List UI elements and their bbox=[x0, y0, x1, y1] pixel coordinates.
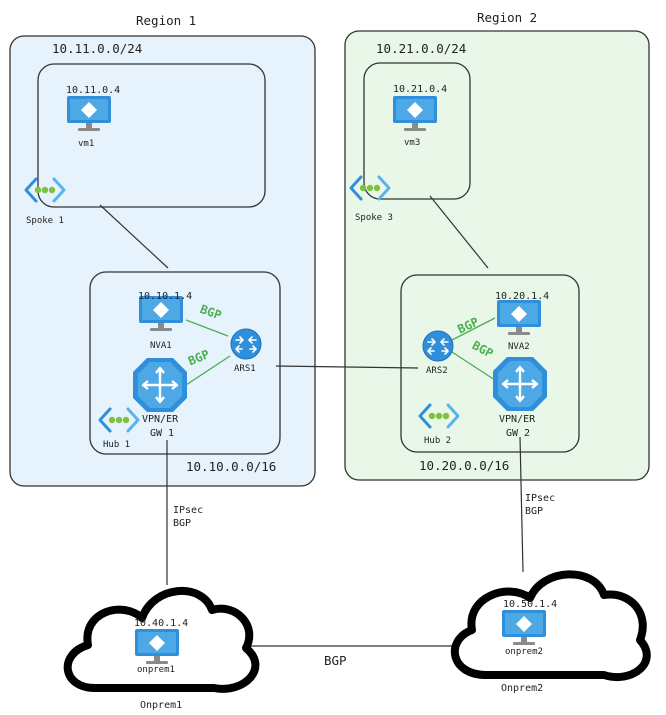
ars1-router-icon bbox=[230, 328, 262, 360]
region-1-title: Region 1 bbox=[136, 13, 196, 28]
ipsec-label-2-line1: IPsec bbox=[525, 493, 555, 504]
bgp-line-ars1-gw1 bbox=[185, 355, 231, 386]
nva2-name: NVA2 bbox=[508, 342, 530, 352]
hub-hub-line bbox=[275, 365, 419, 369]
onprem2-cloud bbox=[450, 570, 651, 681]
gw2-line1: VPN/ER bbox=[499, 414, 536, 425]
vm3-name: vm3 bbox=[404, 138, 420, 148]
spoke-3-label: Spoke 3 bbox=[355, 213, 393, 223]
ipsec-label-1-line1: IPsec bbox=[173, 505, 203, 516]
onprem2-label: Onprem2 bbox=[501, 683, 543, 694]
gw2-line2: GW 2 bbox=[506, 428, 530, 439]
vm3-ip: 10.21.0.4 bbox=[393, 84, 447, 95]
vm1-name: vm1 bbox=[78, 139, 94, 149]
hub-2-box bbox=[400, 274, 580, 453]
ars2-router-icon bbox=[422, 330, 454, 362]
gw2-icon bbox=[491, 355, 549, 413]
gw1-line2: GW 1 bbox=[150, 428, 174, 439]
peering-line-spoke1-hub1 bbox=[99, 204, 169, 269]
nva2-ip: 10.20.1.4 bbox=[495, 291, 549, 302]
bgp-label-hub1-top: BGP bbox=[198, 302, 223, 323]
region-2-box bbox=[344, 30, 650, 481]
onprem1-vm-ip: 10.40.1.4 bbox=[134, 618, 188, 629]
spoke-1-cidr: 10.11.0.0/24 bbox=[52, 41, 142, 56]
hub-1-label: Hub 1 bbox=[103, 440, 130, 450]
region-2-title: Region 2 bbox=[477, 10, 537, 25]
spoke-1-box bbox=[37, 63, 266, 208]
nva1-ip: 10.10.1.4 bbox=[138, 291, 192, 302]
gw1-icon bbox=[131, 356, 189, 414]
spoke-3-cidr: 10.21.0.0/24 bbox=[376, 41, 466, 56]
onprem1-vm-name: onprem1 bbox=[137, 665, 175, 675]
onprem-bgp-label: BGP bbox=[324, 653, 347, 668]
ars1-name: ARS1 bbox=[234, 364, 256, 374]
onprem2-vm-ip: 10.50.1.4 bbox=[503, 599, 557, 610]
nva1-name: NVA1 bbox=[150, 341, 172, 351]
gw1-line1: VPN/ER bbox=[142, 414, 179, 425]
hub-1-cidr: 10.10.0.0/16 bbox=[186, 459, 276, 474]
spoke-3-box bbox=[363, 62, 471, 200]
onprem2-vm-name: onprem2 bbox=[505, 647, 543, 657]
vm1-ip: 10.11.0.4 bbox=[66, 85, 120, 96]
bgp-line-nva1-ars1 bbox=[185, 319, 229, 337]
ipsec-label-1-line2: BGP bbox=[173, 518, 191, 529]
ipsec-label-2-line2: BGP bbox=[525, 506, 543, 517]
onprem1-label: Onprem1 bbox=[140, 700, 182, 711]
ars2-name: ARS2 bbox=[426, 366, 448, 376]
hub-1-box bbox=[89, 271, 281, 455]
spoke-1-label: Spoke 1 bbox=[26, 216, 64, 226]
bgp-line-ars2-gw2 bbox=[451, 351, 499, 383]
ipsec-line-2 bbox=[519, 436, 524, 573]
hub-2-cidr: 10.20.0.0/16 bbox=[419, 458, 509, 473]
hub-2-label: Hub 2 bbox=[424, 436, 451, 446]
region-1-box bbox=[9, 35, 316, 487]
peering-line-spoke3-hub2 bbox=[429, 195, 489, 269]
bgp-line-ars2-nva2 bbox=[451, 317, 496, 341]
